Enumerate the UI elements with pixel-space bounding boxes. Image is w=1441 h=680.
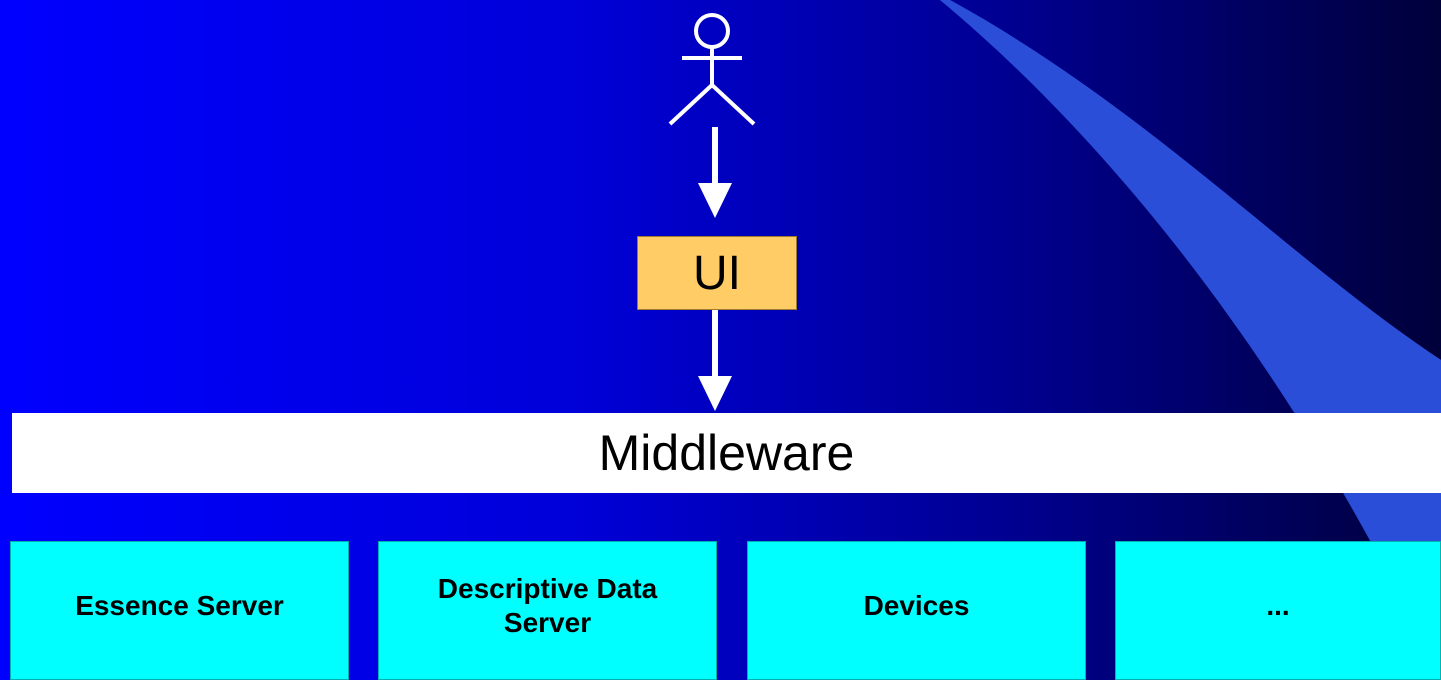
component-devices: Devices xyxy=(747,541,1086,680)
down-arrow-icon xyxy=(698,310,732,411)
ui-node-label: UI xyxy=(693,246,741,300)
ui-node: UI xyxy=(637,236,797,310)
down-arrow-icon xyxy=(698,127,732,218)
component-more: ... xyxy=(1115,541,1441,680)
component-label: Essence Server xyxy=(75,589,284,621)
stick-figure-icon xyxy=(668,13,756,126)
middleware-layer: Middleware xyxy=(12,413,1441,493)
component-label: Devices xyxy=(863,589,970,621)
component-essence-server: Essence Server xyxy=(10,541,349,680)
component-label: Descriptive Data Server xyxy=(437,572,658,638)
middleware-label: Middleware xyxy=(598,425,855,481)
component-descriptive-data-server: Descriptive Data Server xyxy=(378,541,717,680)
component-label: ... xyxy=(1266,589,1290,621)
